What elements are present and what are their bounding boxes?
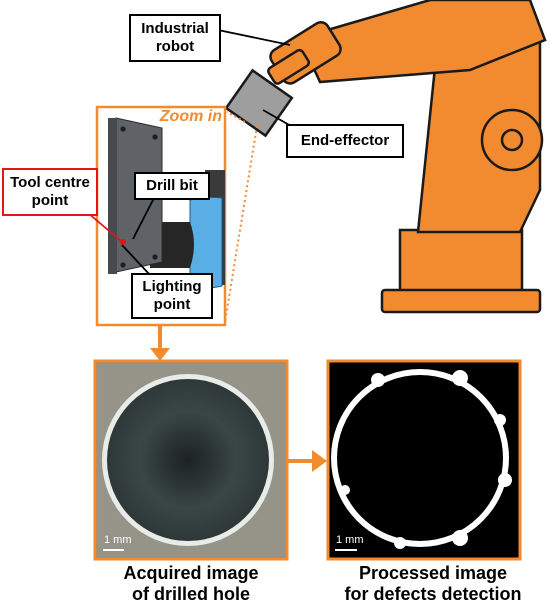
workpiece-plate-edge xyxy=(108,118,117,274)
robot-upper-arm xyxy=(298,0,547,84)
processed-image xyxy=(326,359,522,561)
processed-image-frame xyxy=(326,359,522,561)
plate-screw xyxy=(152,254,158,260)
label-drill-bit: Drill bit xyxy=(134,172,210,200)
leader-drill-bit xyxy=(132,195,156,240)
tool-centre-point-marker xyxy=(120,239,126,245)
processed-defect xyxy=(498,473,512,487)
plate-screw xyxy=(152,134,158,140)
zoom-connector-top xyxy=(226,111,246,123)
processed-defect xyxy=(452,530,468,546)
caption-processed-image: Processed image for defects detection xyxy=(344,563,522,604)
processed-defect xyxy=(371,373,385,387)
scale-bar-label-processed: 1 mm xyxy=(336,534,364,546)
scale-bar-label-acquired: 1 mm xyxy=(104,534,132,546)
zoom-connector-bottom xyxy=(224,125,258,323)
caption-acquired-image: Acquired image of drilled hole xyxy=(123,563,259,604)
processed-defect xyxy=(394,537,406,549)
acquired-drilled-hole xyxy=(107,379,269,541)
robot-base-bottom xyxy=(380,288,542,314)
robot-shoulder-pin xyxy=(500,128,524,152)
arrow-down-head xyxy=(150,348,170,361)
robot-base-top xyxy=(398,228,524,294)
label-tool-centre-point: Tool centre point xyxy=(2,168,98,216)
plate-screw xyxy=(120,262,126,268)
processed-defect xyxy=(452,370,468,386)
label-end-effector: End-effector xyxy=(286,124,404,158)
leader-industrial-robot xyxy=(217,29,291,46)
leader-tool-centre-point xyxy=(87,212,122,242)
plate-screw xyxy=(120,126,126,132)
label-lighting-point: Lighting point xyxy=(131,273,213,319)
end-effector xyxy=(224,68,294,138)
arrow-right-head xyxy=(312,450,327,472)
industrial-robot xyxy=(267,0,547,314)
label-industrial-robot: Industrial robot xyxy=(129,14,221,62)
robot-wrist-flange xyxy=(267,48,310,85)
acquired-image xyxy=(93,359,289,561)
processed-defect xyxy=(494,414,506,426)
processed-defect-ring xyxy=(331,369,509,547)
label-zoom-in: Zoom in xyxy=(159,108,222,125)
processed-defect xyxy=(340,485,350,495)
leader-lighting-point xyxy=(121,244,151,276)
